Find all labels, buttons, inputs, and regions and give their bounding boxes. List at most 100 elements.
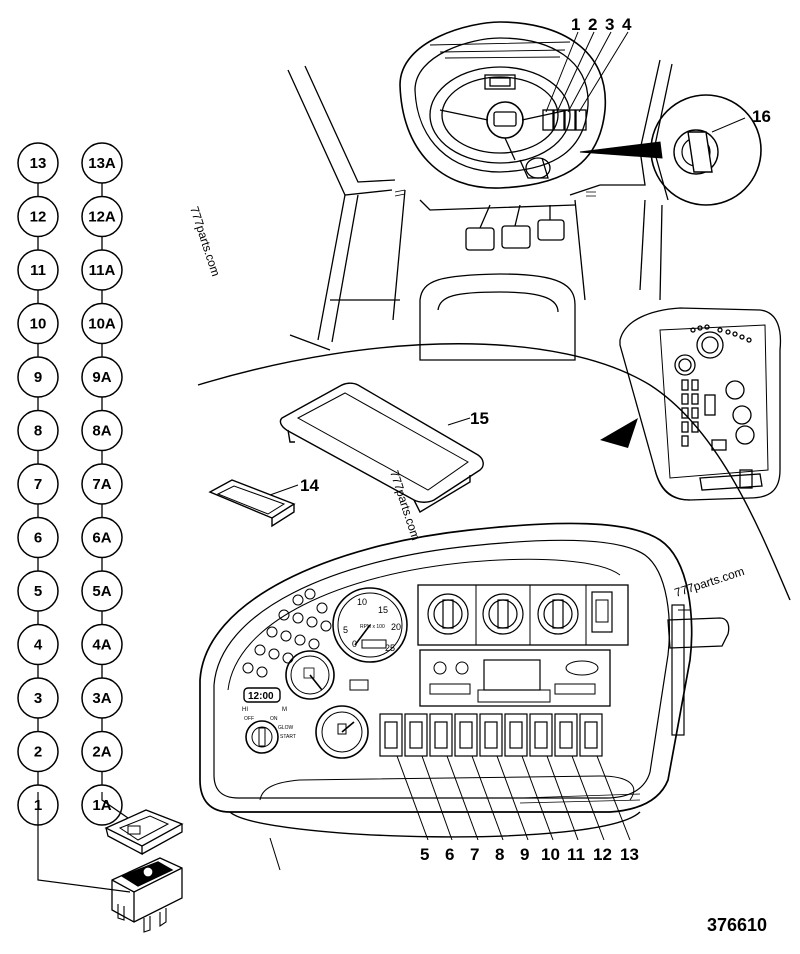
panel-leaders <box>396 755 631 841</box>
right-chain-label: 4A <box>92 637 111 654</box>
watermark-1: 777parts.com <box>187 205 223 278</box>
left-chain-circle <box>17 302 59 345</box>
right-chain-label: 10A <box>88 316 116 333</box>
callout-14: 14 <box>300 476 319 495</box>
svg-text:ON: ON <box>270 716 278 722</box>
svg-text:15: 15 <box>378 605 388 615</box>
right-chain-label: 7A <box>92 476 111 493</box>
console-thumbnail <box>619 307 782 501</box>
svg-text:10: 10 <box>357 597 367 607</box>
callout-1: 1 <box>571 15 580 34</box>
fuel-gauge <box>315 705 369 759</box>
ignition-switch <box>245 720 279 754</box>
watermark-3: 777parts.com <box>673 564 746 600</box>
left-chain-circle <box>17 463 59 505</box>
left-chain-circle <box>17 623 59 666</box>
svg-text:25: 25 <box>385 643 395 653</box>
right-chain-circle <box>81 784 123 826</box>
svg-text:20: 20 <box>391 622 401 632</box>
left-chain-label: 12 <box>30 209 47 226</box>
leader-14 <box>269 484 299 496</box>
drawing-number: 376610 <box>707 915 767 935</box>
callout-4: 4 <box>622 15 632 34</box>
left-chain-circle <box>17 249 59 291</box>
right-chain-label: 11A <box>89 262 116 279</box>
callout-2: 2 <box>588 15 597 34</box>
ignition-labels: OFF ON GLOW START <box>244 716 296 740</box>
left-chain-label: 8 <box>34 423 42 440</box>
leader-15 <box>447 417 471 426</box>
right-chain-circle <box>81 623 123 666</box>
instrument-panel <box>199 522 730 871</box>
callout-16: 16 <box>752 107 771 126</box>
left-chain-circle <box>17 142 59 184</box>
switch-connector-lines <box>37 792 131 893</box>
left-chain-label: 4 <box>34 637 43 654</box>
left-chain-label: 5 <box>34 583 42 600</box>
right-chain-circle <box>81 570 123 612</box>
top-callout-labels: 1 2 3 4 <box>571 15 632 34</box>
callout-11: 11 <box>567 845 585 864</box>
svg-text:GLOW: GLOW <box>278 725 294 731</box>
callout-12: 12 <box>593 845 612 864</box>
tachometer-labels: 10 15 5 20 0 25 RPM x 100 <box>343 597 401 653</box>
callout-13: 13 <box>620 845 639 864</box>
callout-10: 10 <box>541 845 560 864</box>
right-chain-circle <box>81 142 123 184</box>
left-chain-circle <box>17 730 59 773</box>
jcb-badge <box>349 679 369 691</box>
callout-leaders-1-4 <box>545 31 629 113</box>
right-chain-circle <box>81 356 123 398</box>
ignition-detail <box>579 94 762 206</box>
svg-text:5: 5 <box>343 625 348 635</box>
left-chain-label: 2 <box>34 744 42 761</box>
callout-9: 9 <box>520 845 529 864</box>
right-chain-circle <box>81 516 123 559</box>
left-chain-label: 9 <box>34 369 42 386</box>
left-chain-circle <box>17 409 59 452</box>
callout-8: 8 <box>495 845 504 864</box>
callout-5: 5 <box>420 845 429 864</box>
temp-gauge <box>285 650 335 700</box>
clock-text: 12:00 <box>248 691 274 702</box>
callout-7: 7 <box>470 845 479 864</box>
left-chain-circle <box>17 356 59 398</box>
detail-arc <box>197 343 791 601</box>
warning-lamps <box>242 588 332 678</box>
right-chain-label: 9A <box>92 369 111 386</box>
heater-knobs <box>427 593 579 635</box>
svg-text:0: 0 <box>352 639 357 649</box>
svg-text:HI: HI <box>242 707 248 713</box>
left-chain-circle <box>17 195 59 238</box>
right-chain-circle <box>81 730 123 773</box>
indicator-labels: HI M <box>242 707 287 713</box>
tachometer <box>332 587 408 663</box>
left-chain-circle <box>17 677 59 719</box>
left-chain-label: 10 <box>30 316 47 333</box>
left-chain-label: 7 <box>34 476 42 493</box>
watermark-2: 777parts.com <box>387 469 423 542</box>
right-chain-circle <box>81 409 123 452</box>
svg-text:M: M <box>282 707 287 713</box>
rocker-switch-exploded <box>104 809 184 933</box>
right-chain-label: 13A <box>88 155 116 172</box>
right-chain-label: 2A <box>92 744 111 761</box>
panel-callout-labels: 5 6 7 8 9 10 11 12 13 <box>420 845 639 864</box>
detail-pointer-arrow <box>600 418 638 448</box>
callout-3: 3 <box>605 15 614 34</box>
callout-6: 6 <box>445 845 454 864</box>
svg-text:START: START <box>280 734 296 740</box>
right-chain-label: 8A <box>92 423 111 440</box>
left-chain-label: 6 <box>34 530 42 547</box>
clock-display <box>243 687 281 703</box>
right-chain-label: 1A <box>92 797 111 814</box>
right-chain-label: 5A <box>92 583 111 600</box>
cab-interior-view <box>287 21 673 361</box>
right-chain-circle <box>81 302 123 345</box>
rocker-switch-row <box>379 713 603 757</box>
right-chain-label: 12A <box>88 209 116 226</box>
svg-text:RPM x 100: RPM x 100 <box>360 624 385 630</box>
